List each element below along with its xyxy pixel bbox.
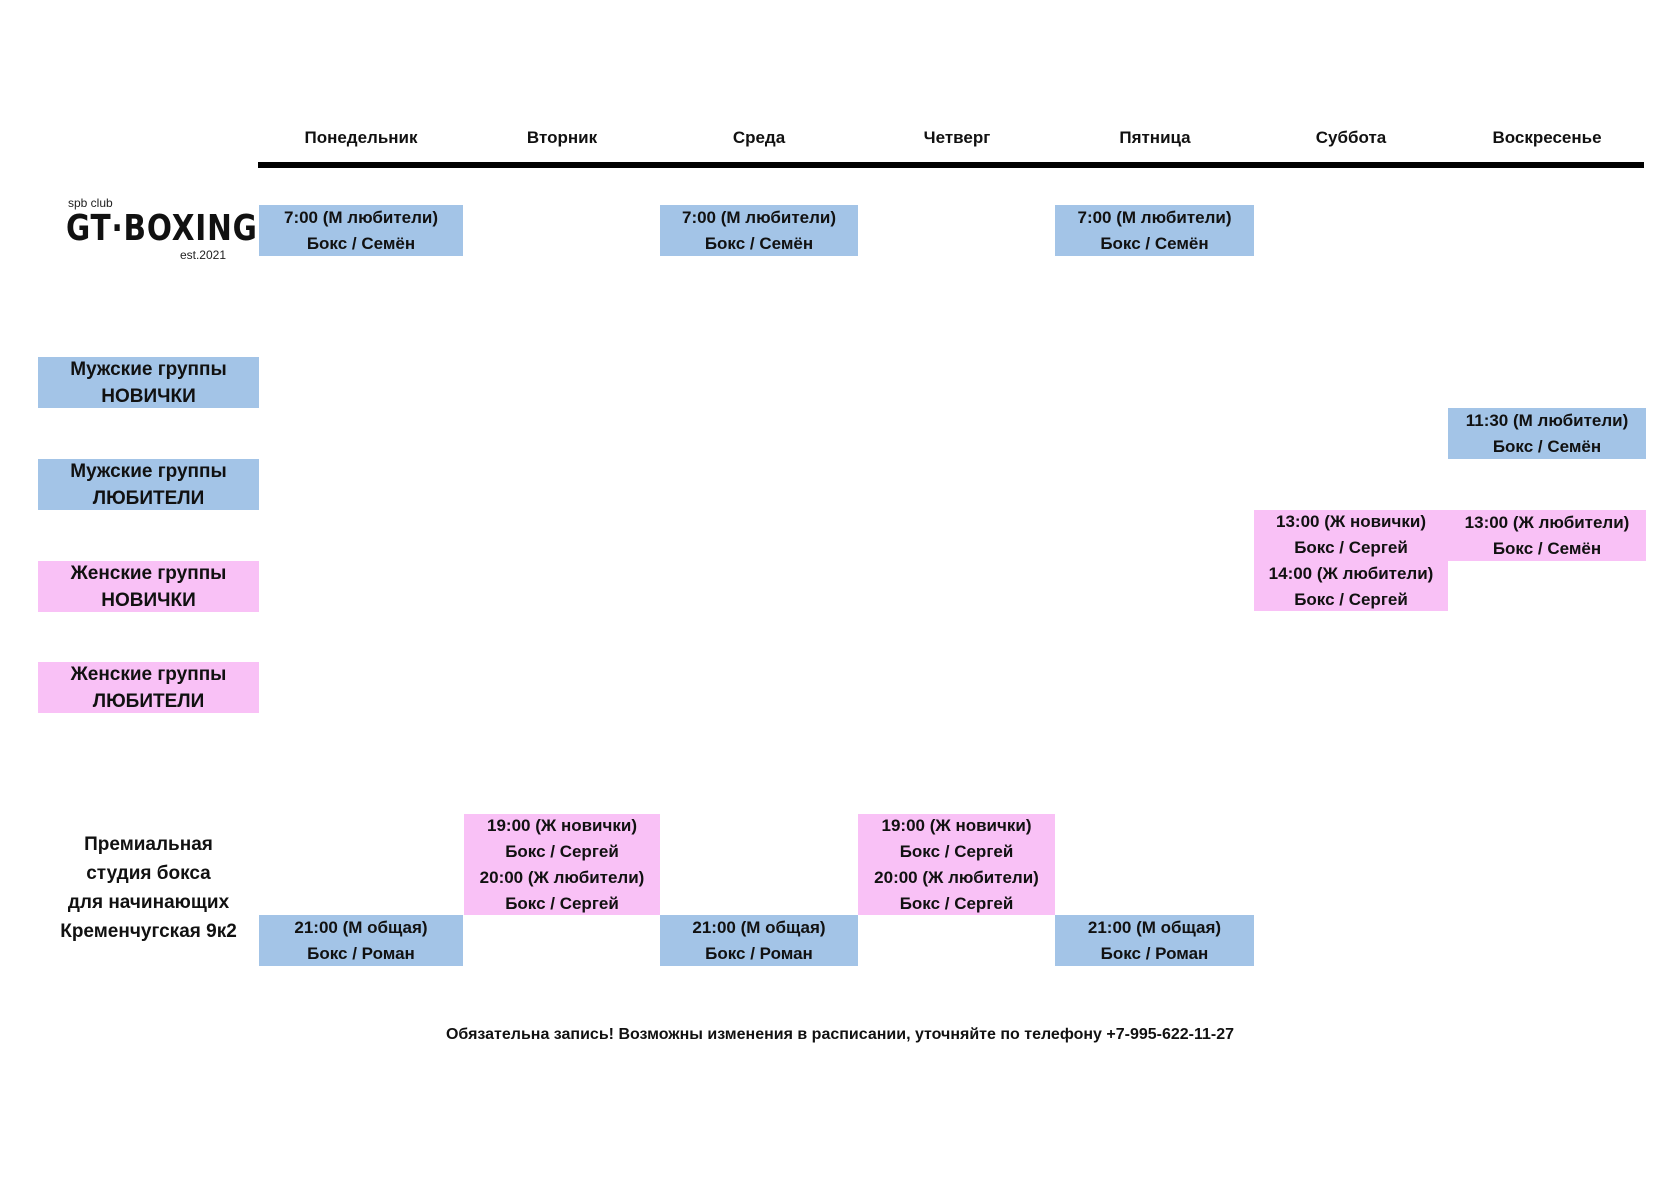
- day-header-sunday: Воскресенье: [1492, 128, 1602, 147]
- session-mon-2100: 21:00 (М общая) Бокс / Роман: [259, 915, 463, 966]
- logo-name: GT·BOXING: [66, 208, 258, 249]
- legend-line: НОВИЧКИ: [101, 589, 196, 611]
- session-time: 19:00 (Ж новички): [487, 815, 637, 835]
- session-coach: Бокс / Сергей: [505, 893, 619, 913]
- session-coach: Бокс / Роман: [1100, 943, 1209, 963]
- session-coach: Бокс / Сергей: [899, 841, 1014, 861]
- session-time: 19:00 (Ж новички): [881, 815, 1032, 835]
- day-header-thursday: Четверг: [923, 128, 991, 147]
- legend-women-amateurs: Женские группы ЛЮБИТЕЛИ: [38, 662, 259, 713]
- session-time: 21:00 (М общая): [1087, 917, 1222, 937]
- session-coach: Бокс / Роман: [307, 943, 415, 963]
- session-coach: Бокс / Семён: [1492, 436, 1602, 456]
- session-coach: Бокс / Семён: [704, 233, 814, 253]
- session-sat-1300-1400: 13:00 (Ж новички) Бокс / Сергей 14:00 (Ж…: [1254, 510, 1448, 611]
- studio-line: студия бокса: [86, 863, 211, 884]
- studio-line: для начинающих: [67, 892, 230, 913]
- session-coach: Бокс / Сергей: [505, 841, 619, 861]
- studio-line: Кременчугская 9к2: [60, 921, 237, 942]
- session-time: 7:00 (М любители): [1077, 207, 1232, 227]
- session-time: 14:00 (Ж любители): [1268, 563, 1434, 583]
- session-coach: Бокс / Семён: [1100, 233, 1209, 253]
- legend-line: Женские группы: [70, 663, 227, 685]
- logo-bottom-text: est.2021: [179, 248, 226, 262]
- legend-men-beginners: Мужские группы НОВИЧКИ: [38, 357, 259, 408]
- session-coach: Бокс / Сергей: [899, 893, 1014, 913]
- day-header-saturday: Суббота: [1315, 128, 1387, 147]
- legend-line: ЛЮБИТЕЛИ: [92, 487, 205, 509]
- session-fri-2100: 21:00 (М общая) Бокс / Роман: [1055, 915, 1254, 966]
- legend-line: Мужские группы: [70, 460, 227, 482]
- logo-top-text: spb club: [68, 196, 113, 210]
- session-coach: Бокс / Семён: [1492, 538, 1602, 558]
- legend-line: Женские группы: [70, 562, 227, 584]
- session-time: 20:00 (Ж любители): [479, 867, 645, 887]
- session-time: 21:00 (М общая): [692, 917, 826, 937]
- studio-address-block: Премиальная студия бокса для начинающих …: [38, 830, 259, 946]
- session-time: 7:00 (М любители): [681, 207, 837, 227]
- session-time: 11:30 (М любители): [1465, 410, 1629, 430]
- session-sun-1130: 11:30 (М любители) Бокс / Семён: [1448, 408, 1646, 459]
- session-coach: Бокс / Сергей: [1294, 589, 1408, 609]
- day-header-monday: Понедельник: [304, 128, 418, 147]
- legend-line: ЛЮБИТЕЛИ: [92, 690, 205, 712]
- session-time: 7:00 (М любители): [283, 207, 439, 227]
- session-coach: Бокс / Сергей: [1294, 537, 1408, 557]
- session-wed-0700: 7:00 (М любители) Бокс / Семён: [660, 205, 858, 256]
- session-wed-2100: 21:00 (М общая) Бокс / Роман: [660, 915, 858, 966]
- legend-line: Мужские группы: [70, 358, 227, 380]
- session-thu-evening: 19:00 (Ж новички) Бокс / Сергей 20:00 (Ж…: [858, 814, 1055, 915]
- day-header-tuesday: Вторник: [526, 128, 598, 147]
- session-mon-0700: 7:00 (М любители) Бокс / Семён: [259, 205, 463, 256]
- session-time: 13:00 (Ж новички): [1276, 511, 1426, 531]
- legend-women-beginners: Женские группы НОВИЧКИ: [38, 561, 259, 612]
- session-sun-1300: 13:00 (Ж любители) Бокс / Семён: [1448, 510, 1646, 561]
- session-coach: Бокс / Роман: [705, 943, 813, 963]
- session-time: 21:00 (М общая): [294, 917, 428, 937]
- header-rule: [258, 162, 1644, 168]
- session-time: 13:00 (Ж любители): [1464, 512, 1630, 532]
- studio-line: Премиальная: [84, 834, 213, 855]
- session-time: 20:00 (Ж любители): [874, 867, 1039, 887]
- legend-men-amateurs: Мужские группы ЛЮБИТЕЛИ: [38, 459, 259, 510]
- session-fri-0700: 7:00 (М любители) Бокс / Семён: [1055, 205, 1254, 256]
- session-tue-evening: 19:00 (Ж новички) Бокс / Сергей 20:00 (Ж…: [464, 814, 660, 915]
- club-logo: spb club GT·BOXING est.2021: [60, 192, 257, 262]
- legend-line: НОВИЧКИ: [101, 385, 196, 407]
- day-header-friday: Пятница: [1119, 128, 1191, 147]
- footer-note: Обязательна запись! Возможны изменения в…: [445, 1026, 1235, 1043]
- day-header-wednesday: Среда: [732, 128, 786, 147]
- session-coach: Бокс / Семён: [306, 233, 416, 253]
